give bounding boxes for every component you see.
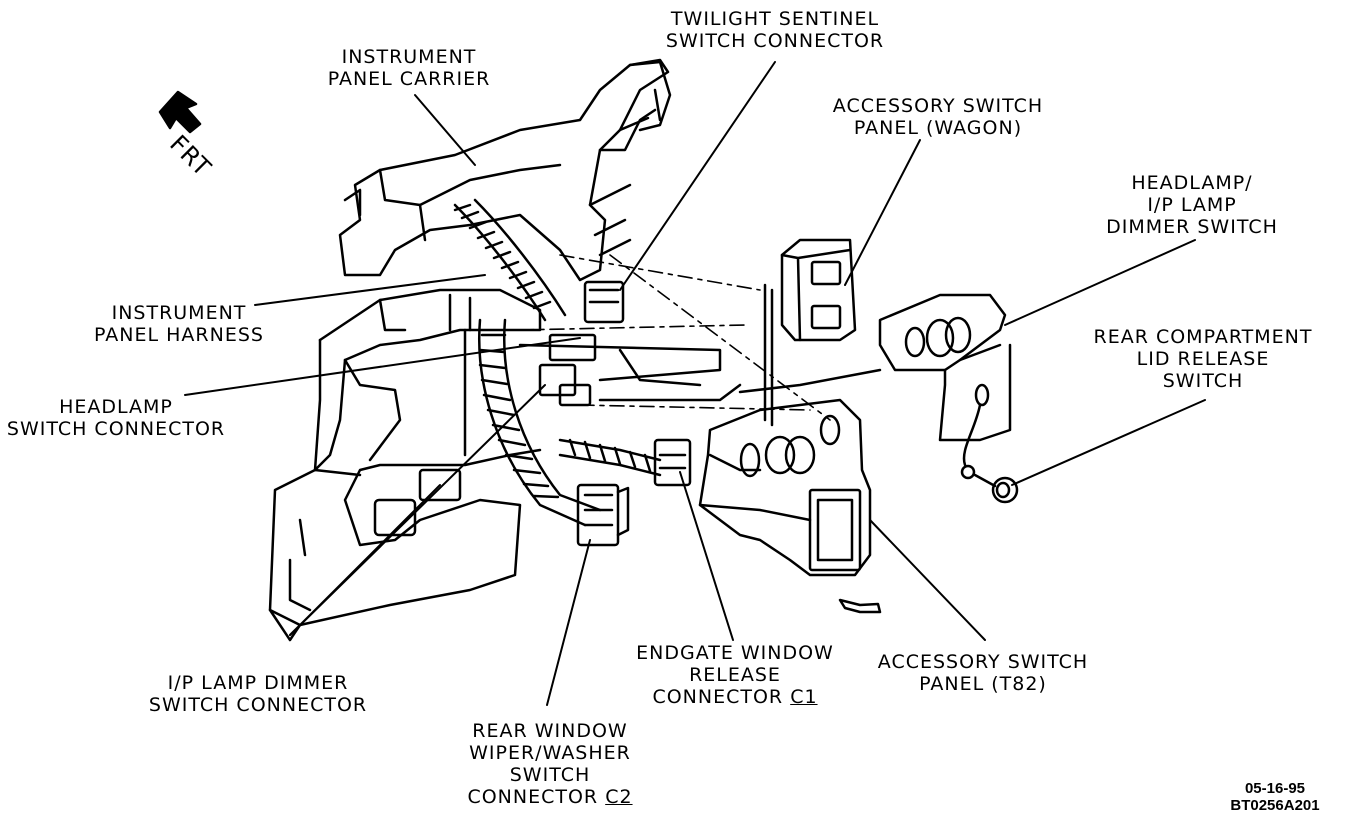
headlamp-dimmer-switch — [738, 293, 1012, 442]
center-connectors — [518, 280, 742, 487]
wiper-connector — [576, 483, 630, 547]
label-headlamp-switch-connector: HEADLAMP SWITCH CONNECTOR — [6, 396, 226, 440]
label-accessory-switch-t82: ACCESSORY SWITCH PANEL (T82) — [877, 651, 1089, 695]
label-twilight-sentinel: TWILIGHT SENTINEL SWITCH CONNECTOR — [665, 8, 885, 52]
drawing-stamp: 05-16-95 BT0256A201 — [1230, 780, 1320, 814]
instrument-panel-carrier-body — [338, 58, 672, 282]
label-endgate-window: ENDGATE WINDOW RELEASE CONNECTOR C1 — [636, 642, 834, 708]
accessory-switch-panel-wagon — [763, 238, 857, 427]
endgate-connector-code: C1 — [790, 686, 818, 708]
lower-left-housing — [268, 288, 542, 642]
label-rear-compartment: REAR COMPARTMENT LID RELEASE SWITCH — [1093, 326, 1313, 392]
leader-lines — [184, 61, 1206, 706]
label-instrument-panel-carrier: INSTRUMENT PANEL CARRIER — [327, 46, 491, 90]
label-headlamp-dimmer: HEADLAMP/ I/P LAMP DIMMER SWITCH — [1106, 172, 1278, 238]
rear-compartment-switch — [960, 403, 1019, 504]
wiper-connector-code: C2 — [605, 786, 633, 808]
label-instrument-panel-harness: INSTRUMENT PANEL HARNESS — [94, 302, 264, 346]
front-arrow-icon — [158, 90, 202, 134]
label-accessory-switch-wagon: ACCESSORY SWITCH PANEL (WAGON) — [832, 95, 1044, 139]
label-rear-window-wiper: REAR WINDOW WIPER/WASHER SWITCH CONNECTO… — [467, 720, 633, 808]
label-ip-lamp-dimmer-connector: I/P LAMP DIMMER SWITCH CONNECTOR — [148, 672, 368, 716]
harness-bundle — [453, 198, 662, 527]
accessory-switch-panel-t82 — [698, 398, 882, 614]
